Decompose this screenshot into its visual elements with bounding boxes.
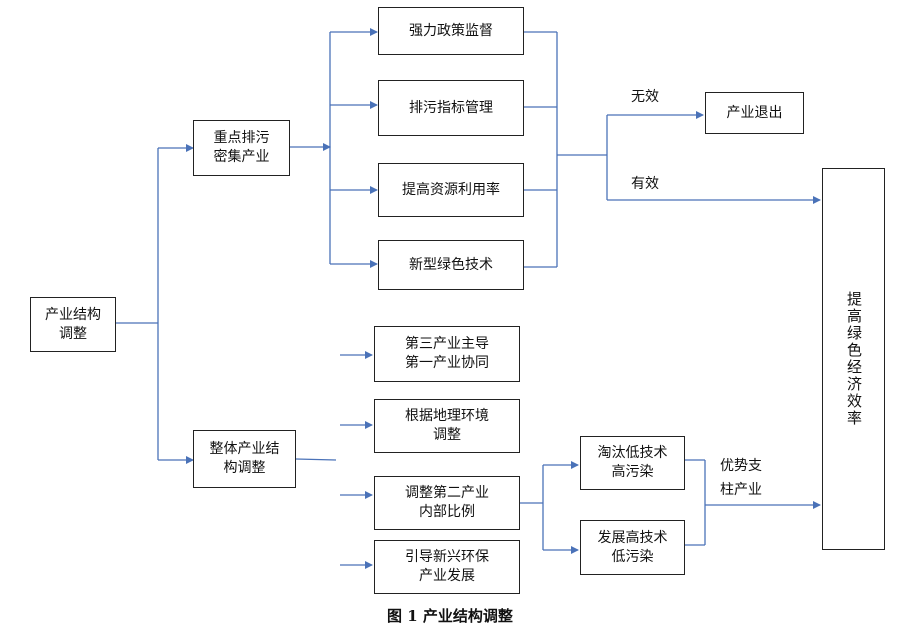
- tertiary-node: 第三产业主导 第一产业协同: [374, 326, 520, 382]
- invalid-label: 无效: [631, 89, 659, 105]
- root-node: 产业结构 调整: [30, 297, 116, 352]
- goal-node: 提高绿色经济效率: [822, 168, 885, 550]
- exit-node: 产业退出: [705, 92, 804, 134]
- policy-node: 强力政策监督: [378, 7, 524, 55]
- resource-node: 提高资源利用率: [378, 163, 524, 217]
- dense-industry-node: 重点排污 密集产业: [193, 120, 290, 176]
- secondary-node: 调整第二产业 内部比例: [374, 476, 520, 530]
- figure-caption: 图 1 产业结构调整: [387, 607, 513, 625]
- emerging-node: 引导新兴环保 产业发展: [374, 540, 520, 594]
- develop-node: 发展高技术 低污染: [580, 520, 685, 575]
- valid-label: 有效: [631, 176, 659, 192]
- eliminate-node: 淘汰低技术 高污染: [580, 436, 685, 490]
- overall-structure-node: 整体产业结 构调整: [193, 430, 296, 488]
- emission-node: 排污指标管理: [378, 80, 524, 136]
- geo-node: 根据地理环境 调整: [374, 399, 520, 453]
- green-tech-node: 新型绿色技术: [378, 240, 524, 290]
- pillar-industry-label: 优势支 柱产业: [720, 458, 762, 498]
